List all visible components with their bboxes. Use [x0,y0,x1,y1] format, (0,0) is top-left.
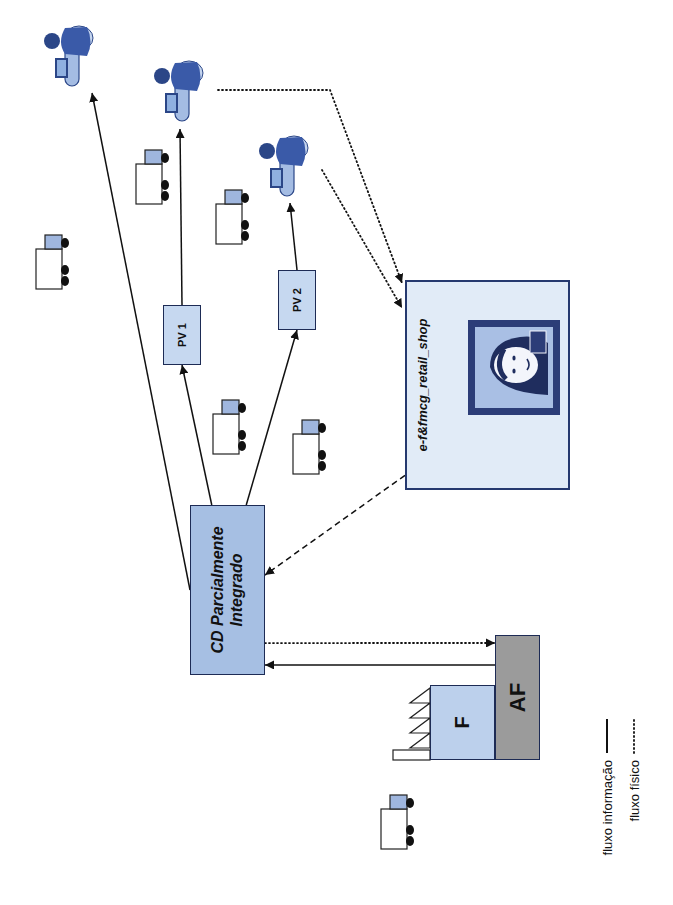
node-label: F [451,716,474,728]
flow-arrow [246,330,297,505]
delivery-arrow [290,203,297,270]
eye [512,369,515,374]
sales-point-box: PV 1 [163,305,201,365]
node-label: CD Parcialmente Integrado [209,515,246,665]
legend-label: fluxo informação [600,760,615,855]
eshop-panel: e-f&fmcg_retail_shop [405,280,570,490]
screen [475,327,553,408]
node-label: AF [505,683,530,712]
customer-icon [259,136,308,196]
small-monitor [530,331,546,353]
shop-panel-fill [405,280,570,490]
distribution-center-box: CD Parcialmente Integrado [190,505,265,675]
legend-label: fluxo físico [627,760,642,821]
customer-icon [154,61,203,121]
flow-arrow [182,365,212,505]
flow-arrow [265,642,495,644]
eye [512,356,515,361]
node-label: PV 2 [291,288,304,312]
order-arrow [218,90,402,283]
delivery-arrow [180,129,182,305]
screen-frame [468,320,560,415]
factory-box: F [430,685,495,760]
legend-entry: fluxo informação [598,760,617,885]
legend-solid-sample [606,719,608,753]
mouth [527,359,529,370]
legend-entry: fluxo físico [625,760,644,885]
truck-icon [216,190,249,244]
edge-group [182,330,495,665]
shop-picture [468,320,560,415]
factory-roof [410,688,430,748]
legend-dotted-sample [633,719,635,753]
customer-icon [44,26,93,86]
truck-icon [136,150,169,204]
truck-icon [293,420,326,474]
truck-icon [381,795,414,849]
node-label: e-f&fmcg_retail_shop [416,319,431,452]
warehouse-box: AF [495,635,540,760]
sales-point-box: PV 2 [278,270,316,330]
order-arrow [322,170,402,308]
truck-icon [36,235,69,289]
factory-chimney [393,750,430,760]
flow-arrow [265,475,405,575]
node-label: PV 1 [176,323,189,347]
truck-icon [213,400,246,454]
fringe [499,349,506,379]
flow-arrow [265,664,495,666]
